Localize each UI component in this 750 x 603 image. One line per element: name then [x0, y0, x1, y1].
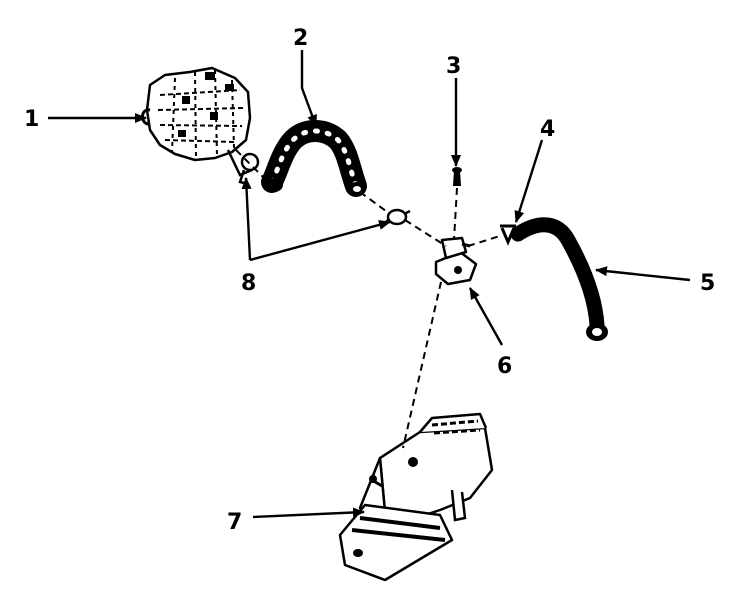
part-6-fitting	[434, 236, 478, 286]
callout-3: 3	[446, 54, 461, 79]
part-3-screw	[452, 167, 462, 186]
part-2-curved-hose	[261, 120, 367, 197]
assembly-lines	[235, 149, 501, 449]
callout-5: 5	[700, 271, 715, 296]
callout-6: 6	[497, 354, 512, 379]
part-5-long-hose	[510, 217, 608, 341]
part-7-fill-cup	[338, 412, 494, 582]
callout-2: 2	[293, 26, 308, 51]
part-1-valve-assembly	[141, 66, 253, 177]
callout-7: 7	[227, 510, 242, 535]
leader-lines	[48, 50, 691, 519]
callout-labels: 1 2 3 4 5 6 7 8	[24, 26, 715, 535]
callout-1: 1	[24, 107, 39, 132]
callout-4: 4	[540, 117, 555, 142]
part-8-clamp-lower	[381, 208, 411, 227]
callout-8: 8	[241, 271, 256, 296]
